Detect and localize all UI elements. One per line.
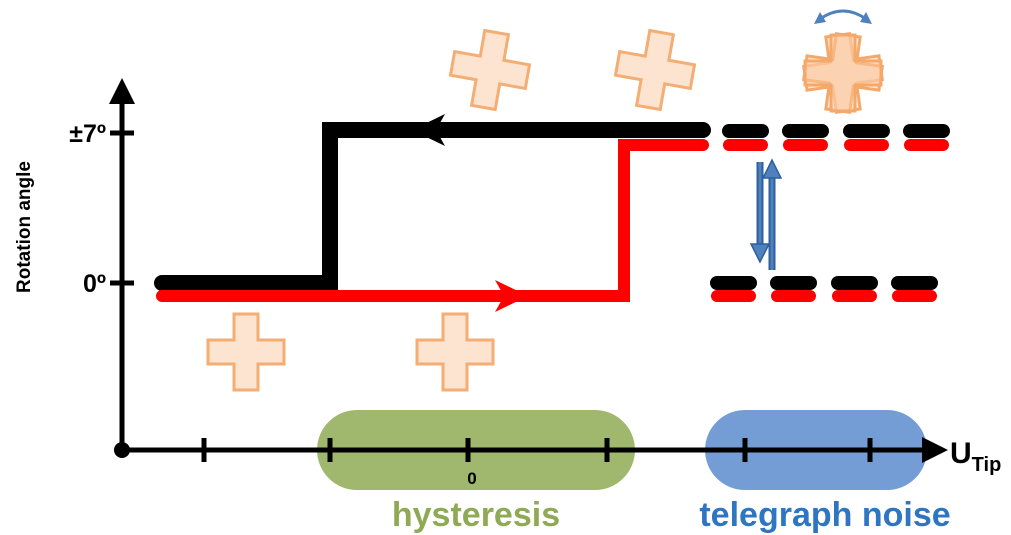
axis-origin-dot bbox=[114, 442, 130, 458]
cross-shaped-molecule-icon bbox=[206, 312, 286, 392]
telegraph-upper-level bbox=[722, 124, 950, 151]
x-axis-arrowhead bbox=[922, 437, 948, 463]
axes bbox=[109, 78, 948, 463]
hysteresis-label: hysteresis bbox=[392, 496, 560, 534]
forward-sweep-curve bbox=[156, 139, 709, 302]
rotating-molecule-icon bbox=[798, 28, 888, 118]
y-tick-label-zero: 0º bbox=[83, 270, 106, 298]
y-tick-label-top: ±7º bbox=[69, 120, 106, 148]
cross-shaped-molecule-icon bbox=[444, 24, 536, 116]
telegraph-noise-label: telegraph noise bbox=[699, 496, 950, 534]
cross-shaped-molecule-icon bbox=[609, 24, 701, 116]
backward-sweep-arrowhead bbox=[412, 114, 445, 146]
cross-shaped-molecule-icon bbox=[415, 312, 495, 392]
x-axis-label: UTip bbox=[950, 437, 1001, 476]
x-tick-label-zero: 0 bbox=[467, 469, 476, 488]
y-axis-arrowhead bbox=[109, 78, 135, 104]
up-down-arrows-icon bbox=[749, 158, 783, 270]
x-axis-label-sub: Tip bbox=[972, 454, 1002, 476]
telegraph-lower-level bbox=[710, 276, 938, 302]
backward-sweep-curve bbox=[154, 122, 711, 291]
forward-sweep-arrowhead bbox=[495, 280, 528, 312]
x-axis-label-main: U bbox=[950, 437, 972, 470]
y-axis-label: Rotation angle bbox=[14, 161, 35, 293]
curved-double-arrow-icon bbox=[814, 9, 872, 24]
